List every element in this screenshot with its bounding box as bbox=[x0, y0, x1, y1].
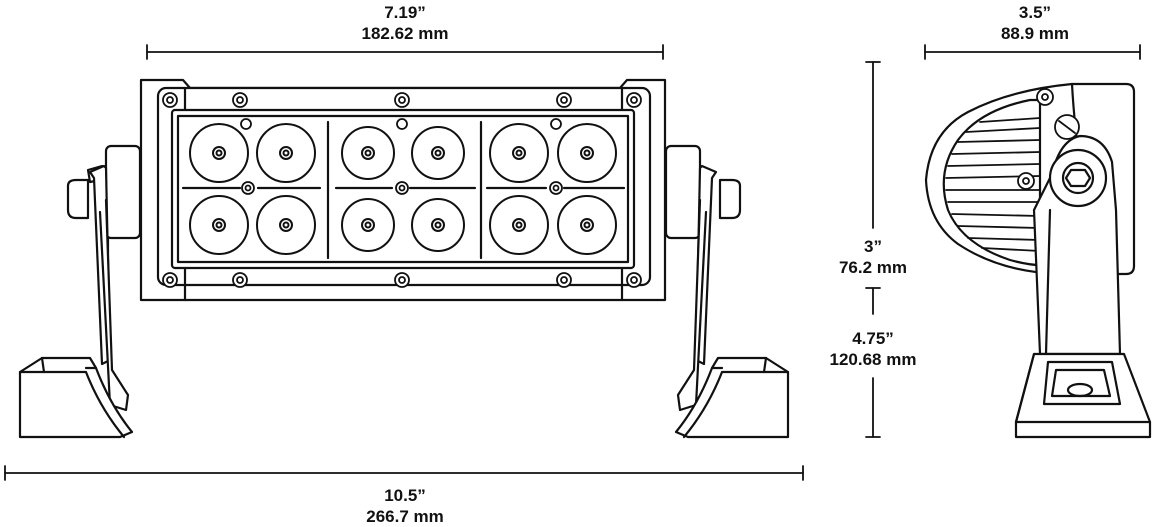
pivot-bolt-icon bbox=[1061, 161, 1095, 195]
side-view bbox=[924, 82, 1152, 439]
dimension-label-top-width: 7.19” 182.62 mm bbox=[330, 2, 480, 44]
side-depth-imperial: 3.5” bbox=[1018, 3, 1052, 22]
overall-width-imperial: 10.5” bbox=[384, 486, 426, 505]
top-width-imperial: 7.19” bbox=[384, 3, 426, 22]
overall-width-metric: 266.7 mm bbox=[366, 507, 444, 526]
dimension-label-overall-width: 10.5” 266.7 mm bbox=[330, 485, 480, 527]
fin-lines bbox=[945, 117, 1041, 252]
led-array bbox=[189, 123, 617, 255]
height-upper-imperial: 3” bbox=[864, 237, 882, 256]
left-mount-bracket bbox=[18, 144, 142, 439]
front-view bbox=[18, 78, 790, 439]
top-width-metric: 182.62 mm bbox=[361, 24, 449, 43]
screw-icon bbox=[162, 92, 642, 288]
dimension-label-side-depth: 3.5” 88.9 mm bbox=[975, 2, 1095, 44]
right-mount-bracket bbox=[664, 144, 790, 439]
height-upper-metric: 76.2 mm bbox=[838, 258, 908, 277]
height-lower-imperial: 4.75” bbox=[852, 329, 894, 348]
led-icon bbox=[189, 123, 617, 255]
dimension-label-height-lower: 4.75” 120.68 mm bbox=[808, 328, 938, 370]
side-screws bbox=[1017, 88, 1086, 214]
height-lower-metric: 120.68 mm bbox=[829, 350, 917, 369]
dimension-label-height-upper: 3” 76.2 mm bbox=[818, 236, 928, 278]
side-depth-metric: 88.9 mm bbox=[1000, 24, 1070, 43]
front-screws bbox=[162, 92, 642, 288]
dimension-lines bbox=[4, 44, 1141, 481]
